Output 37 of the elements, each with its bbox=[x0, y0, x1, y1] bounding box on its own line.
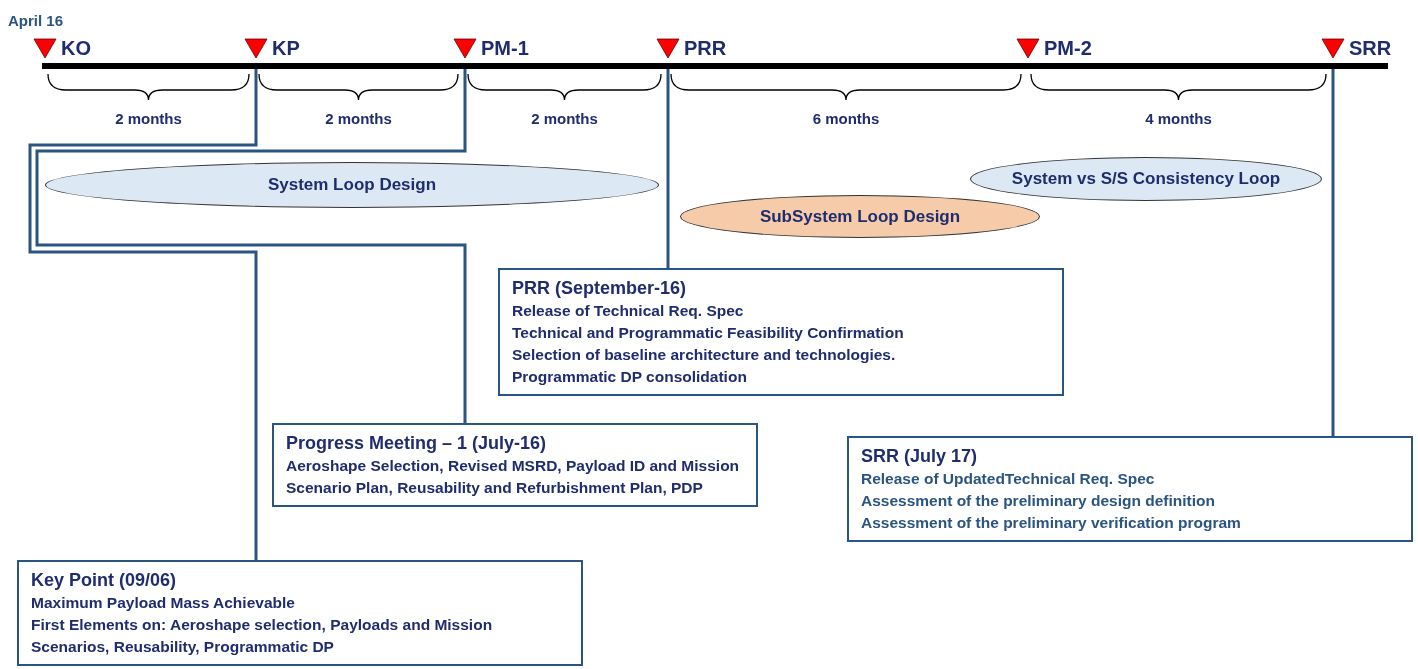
connector-line bbox=[28, 69, 258, 560]
milestone-label: KO bbox=[61, 36, 91, 60]
duration-label: 2 months bbox=[325, 110, 392, 127]
milestone-card bbox=[847, 436, 1413, 542]
phase-title: System vs S/S Consistency Loop bbox=[1011, 169, 1281, 189]
milestone-card bbox=[17, 560, 583, 666]
connector-line bbox=[35, 69, 467, 423]
milestone-label: PM-2 bbox=[1044, 36, 1092, 60]
duration-label: 2 months bbox=[115, 110, 182, 127]
milestone-card bbox=[498, 268, 1064, 396]
card-text: Selection of baseline architecture and technologies. bbox=[512, 345, 897, 365]
date-label: April 16 bbox=[8, 12, 64, 29]
duration-label: 6 months bbox=[812, 110, 880, 127]
card-text: Release of UpdatedTechnical Req. Spec bbox=[861, 469, 1156, 489]
milestone-label: PRR bbox=[684, 36, 727, 60]
card-text: Aeroshape Selection, Revised MSRD, Payload ID and Mission Scenario Plan, Reusability and Refurbishment Plan, PDP bbox=[286, 456, 741, 498]
card-heading: PRR (September-16) bbox=[512, 277, 688, 300]
card-text: Technical and Programmatic Feasibility Confirmation bbox=[512, 323, 905, 343]
milestone-label: SRR bbox=[1349, 36, 1392, 60]
connector-line bbox=[1331, 69, 1335, 436]
card-heading: SRR (July 17) bbox=[861, 445, 979, 468]
card-text: Maximum Payload Mass Achievable bbox=[31, 593, 296, 613]
milestone-label: PM-1 bbox=[481, 36, 529, 60]
phase-title: System Loop Design bbox=[267, 175, 437, 195]
card-text: Release of Technical Req. Spec bbox=[512, 301, 745, 321]
milestone-card bbox=[272, 423, 758, 507]
card-text: First Elements on: Aeroshape selection, Payloads and Mission Scenarios, Reusability, Programmatic DP bbox=[31, 615, 494, 657]
phase-title: SubSystem Loop Design bbox=[759, 206, 961, 227]
card-text: Assessment of the preliminary verification program bbox=[861, 513, 1242, 533]
connector-line bbox=[666, 69, 670, 268]
duration-label: 4 months bbox=[1145, 110, 1212, 127]
milestone-label: KP bbox=[272, 36, 300, 60]
card-text: Programmatic DP consolidation bbox=[512, 367, 748, 387]
card-heading: Key Point (09/06) bbox=[31, 569, 178, 592]
duration-label: 2 months bbox=[531, 110, 598, 127]
card-text: Assessment of the preliminary design definition bbox=[861, 491, 1216, 511]
card-heading: Progress Meeting – 1 (July-16) bbox=[286, 432, 548, 455]
